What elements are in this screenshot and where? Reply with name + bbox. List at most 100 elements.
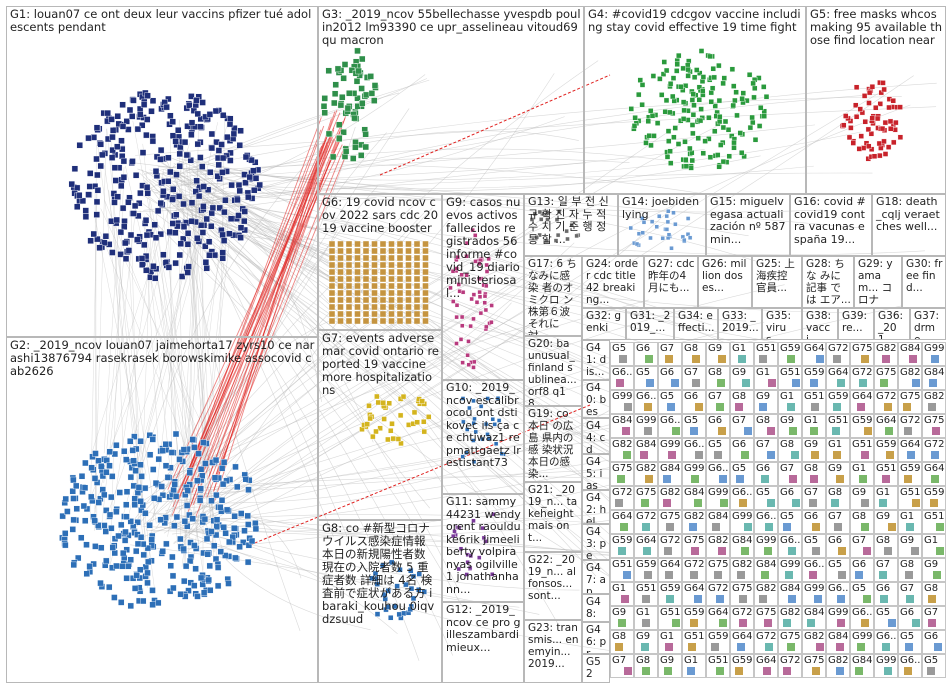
small-group-cell[interactable]: G84 xyxy=(682,486,706,510)
small-group-cell[interactable]: G64 xyxy=(634,534,658,558)
group-g37[interactable]: G37: drme... xyxy=(910,308,946,340)
small-group-cell[interactable]: G75 xyxy=(802,654,826,678)
small-group-cell[interactable]: G7 xyxy=(730,414,754,438)
group-g32[interactable]: G32: genki xyxy=(582,308,626,340)
small-group-cell[interactable]: G8 xyxy=(826,486,850,510)
small-group-cell[interactable]: G64 xyxy=(730,630,754,654)
small-group-cell[interactable]: G99 xyxy=(706,486,730,510)
small-group-cell[interactable]: G64 xyxy=(802,342,826,366)
small-group-cell[interactable]: G6 xyxy=(922,630,946,654)
small-group-cell[interactable]: G72 xyxy=(658,534,682,558)
group-g36[interactable]: G36: _201... xyxy=(874,308,910,340)
small-group-cell[interactable]: G5 xyxy=(898,630,922,654)
small-group-cell[interactable]: G59 xyxy=(706,630,730,654)
small-group-cell[interactable]: G5 xyxy=(850,582,874,606)
small-group-cell[interactable]: G7 xyxy=(682,366,706,390)
small-group-cell[interactable]: G51 xyxy=(802,390,826,414)
small-group-cell[interactable]: G9 xyxy=(826,462,850,486)
group-g42[interactable]: G42: hell... xyxy=(582,490,610,524)
group-g45[interactable]: G45: iasr... xyxy=(582,454,610,490)
small-group-cell[interactable]: G75 xyxy=(754,606,778,630)
small-group-cell[interactable]: G5 xyxy=(754,486,778,510)
small-group-cell[interactable]: G6... xyxy=(826,582,850,606)
small-group-cell[interactable]: G75 xyxy=(898,390,922,414)
small-group-cell[interactable]: G82 xyxy=(682,510,706,534)
small-group-cell[interactable]: G82 xyxy=(610,438,634,462)
group-g11[interactable]: G11: sammy44231 wendyorent raoulduke6rik… xyxy=(442,494,524,602)
small-group-cell[interactable]: G72 xyxy=(754,630,778,654)
small-group-cell[interactable]: G84 xyxy=(754,558,778,582)
group-g31[interactable]: G31: _2019_... xyxy=(626,308,674,340)
small-group-cell[interactable]: G7 xyxy=(922,606,946,630)
small-group-cell[interactable]: G72 xyxy=(706,582,730,606)
group-g8[interactable]: G8: co #新型コロナウイルス感染症情報 本日の新規陽性者数 現在の入院者数… xyxy=(318,520,442,683)
small-group-cell[interactable]: G6... xyxy=(658,414,682,438)
small-group-cell[interactable]: G7 xyxy=(658,342,682,366)
small-group-cell[interactable]: G9 xyxy=(802,438,826,462)
small-group-cell[interactable]: G5 xyxy=(658,390,682,414)
small-group-cell[interactable]: G82 xyxy=(778,606,802,630)
small-group-cell[interactable]: G59 xyxy=(610,534,634,558)
small-group-cell[interactable]: G9 xyxy=(706,342,730,366)
group-g22[interactable]: G22: _2019_n... alfonsos... sont... xyxy=(524,552,582,620)
small-group-cell[interactable]: G6 xyxy=(874,582,898,606)
group-g6[interactable]: G6: 19 covid ncov cov 2022 sars cdc 2019… xyxy=(318,194,442,330)
small-group-cell[interactable]: G99 xyxy=(778,558,802,582)
small-group-cell[interactable]: G6... xyxy=(874,630,898,654)
small-group-cell[interactable]: G6 xyxy=(850,558,874,582)
small-group-cell[interactable]: G8 xyxy=(778,438,802,462)
small-group-cell[interactable]: G51 xyxy=(778,366,802,390)
small-group-cell[interactable]: G75 xyxy=(682,534,706,558)
small-group-cell[interactable]: G82 xyxy=(802,630,826,654)
small-group-cell[interactable]: G1 xyxy=(610,582,634,606)
small-group-cell[interactable]: G9 xyxy=(730,366,754,390)
small-group-cell[interactable]: G72 xyxy=(730,606,754,630)
small-group-cell[interactable]: G59 xyxy=(802,366,826,390)
small-group-cell[interactable]: G72 xyxy=(634,510,658,534)
small-group-cell[interactable]: G99 xyxy=(826,606,850,630)
small-group-cell[interactable]: G59 xyxy=(682,606,706,630)
small-group-cell[interactable]: G75 xyxy=(778,630,802,654)
small-group-cell[interactable]: G8 xyxy=(610,630,634,654)
small-group-cell[interactable]: G59 xyxy=(730,654,754,678)
small-group-cell[interactable]: G82 xyxy=(634,462,658,486)
small-group-cell[interactable]: G72 xyxy=(682,558,706,582)
small-group-cell[interactable]: G5 xyxy=(874,606,898,630)
group-g48[interactable]: G48: ... xyxy=(582,594,610,622)
small-group-cell[interactable]: G9 xyxy=(754,390,778,414)
small-group-cell[interactable]: G6... xyxy=(610,366,634,390)
group-g41[interactable]: G41: dis... xyxy=(582,340,610,380)
small-group-cell[interactable]: G1 xyxy=(682,654,706,678)
group-g24[interactable]: G24: order cdc title 42 breaking... xyxy=(582,256,644,308)
small-group-cell[interactable]: G51 xyxy=(610,558,634,582)
group-g18[interactable]: G18: death _cqlj veraetches well... xyxy=(872,194,946,256)
small-group-cell[interactable]: G82 xyxy=(874,342,898,366)
small-group-cell[interactable]: G59 xyxy=(874,438,898,462)
small-group-cell[interactable]: G1 xyxy=(634,606,658,630)
group-g40[interactable]: G40: best... xyxy=(582,380,610,418)
group-g10[interactable]: G10: _2019_ncov escalibrocou ont dstikov… xyxy=(442,380,524,494)
group-g38[interactable]: G38: vacci... xyxy=(802,308,838,340)
small-group-cell[interactable]: G51 xyxy=(850,438,874,462)
small-group-cell[interactable]: G82 xyxy=(706,534,730,558)
small-group-cell[interactable]: G6... xyxy=(850,606,874,630)
small-group-cell[interactable]: G7 xyxy=(610,654,634,678)
small-group-cell[interactable]: G9 xyxy=(898,534,922,558)
group-g3[interactable]: G3: _2019_ncov 55bellechasse yvespdb pou… xyxy=(318,6,584,194)
group-g25[interactable]: G25: 上 海疾控 官員... xyxy=(752,256,802,308)
small-group-cell[interactable]: G72 xyxy=(778,654,802,678)
small-group-cell[interactable]: G6 xyxy=(802,510,826,534)
group-g4[interactable]: G4: #covid19 cdcgov vaccine including st… xyxy=(584,6,806,194)
small-group-cell[interactable]: G99 xyxy=(610,390,634,414)
small-group-cell[interactable]: G6 xyxy=(658,366,682,390)
small-group-cell[interactable]: G84 xyxy=(850,654,874,678)
small-group-cell[interactable]: G82 xyxy=(658,486,682,510)
small-group-cell[interactable]: G8 xyxy=(922,582,946,606)
small-group-cell[interactable]: G9 xyxy=(634,630,658,654)
group-g9[interactable]: G9: casos nuevos activos fallecidos regi… xyxy=(442,194,524,380)
small-group-cell[interactable]: G5 xyxy=(730,462,754,486)
small-group-cell[interactable]: G1 xyxy=(754,366,778,390)
small-group-cell[interactable]: G1 xyxy=(850,462,874,486)
small-group-cell[interactable]: G64 xyxy=(850,390,874,414)
small-group-cell[interactable]: G51 xyxy=(634,582,658,606)
